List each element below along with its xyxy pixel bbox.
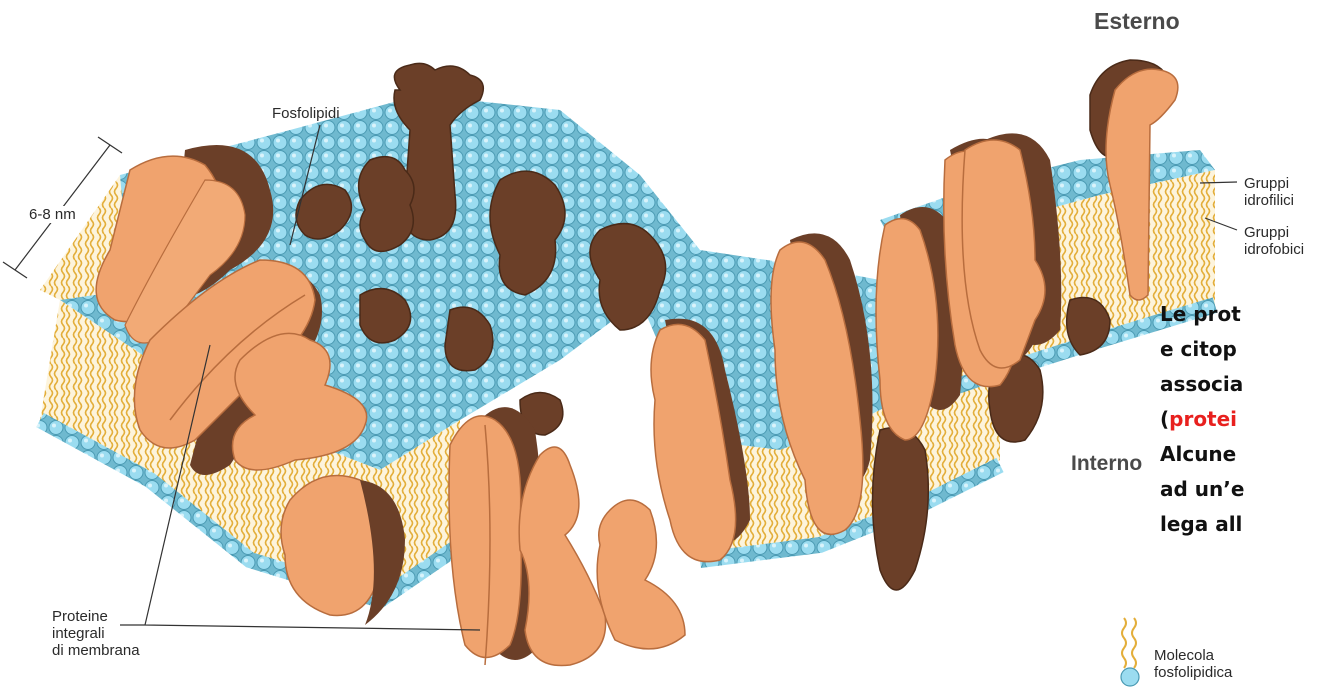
gruppi-idrofobici-line-2: idrofobici — [1244, 241, 1304, 258]
legend-tail-2 — [1132, 618, 1136, 668]
gruppi-idrofilici-line-1: Gruppi — [1244, 175, 1294, 192]
proteine-integrali-line-3: di membrana — [52, 642, 140, 659]
molecola-line-1: Molecola — [1154, 647, 1232, 664]
thickness-tick-top — [98, 137, 122, 153]
thickness-label: 6-8 nm — [29, 206, 76, 223]
esterno-label: Esterno — [1094, 8, 1180, 35]
thickness-tick-bottom — [3, 262, 27, 278]
legend-head — [1121, 668, 1139, 686]
body-text: Le prot e citop associa (protei Alcune a… — [1160, 302, 1337, 547]
body-line-1: Le prot — [1160, 302, 1337, 337]
molecola-label: Molecola fosfolipidica — [1154, 647, 1232, 681]
proteine-integrali-line-1: Proteine — [52, 608, 140, 625]
dangling-protein-1 — [873, 428, 929, 591]
interno-label: Interno — [1071, 452, 1142, 476]
body-line-5: Alcune — [1160, 442, 1337, 477]
molecola-line-2: fosfolipidica — [1154, 664, 1232, 681]
body-line-4: (protei — [1160, 407, 1337, 442]
legend-tail-1 — [1122, 618, 1126, 668]
gruppi-idrofilici-label: Gruppi idrofilici — [1244, 175, 1294, 209]
body-line-4-paren: ( — [1160, 407, 1169, 431]
legend-phospholipid — [1121, 618, 1139, 686]
center-protein-1 — [359, 157, 414, 252]
fosfolipidi-label: Fosfolipidi — [272, 105, 340, 122]
gruppi-idrofilici-line-2: idrofilici — [1244, 192, 1294, 209]
gruppi-idrofobici-label: Gruppi idrofobici — [1244, 224, 1304, 258]
body-line-6: ad un’e — [1160, 477, 1337, 512]
body-line-3: associa — [1160, 372, 1337, 407]
protein-e — [449, 416, 521, 658]
proteine-integrali-line-2: integrali — [52, 625, 140, 642]
body-line-4-red: protei — [1169, 407, 1237, 431]
gruppi-idrofobici-line-1: Gruppi — [1244, 224, 1304, 241]
body-line-2: e citop — [1160, 337, 1337, 372]
proteine-integrali-label: Proteine integrali di membrana — [52, 608, 140, 659]
body-line-7: lega all — [1160, 512, 1337, 547]
protein-f — [519, 447, 605, 666]
